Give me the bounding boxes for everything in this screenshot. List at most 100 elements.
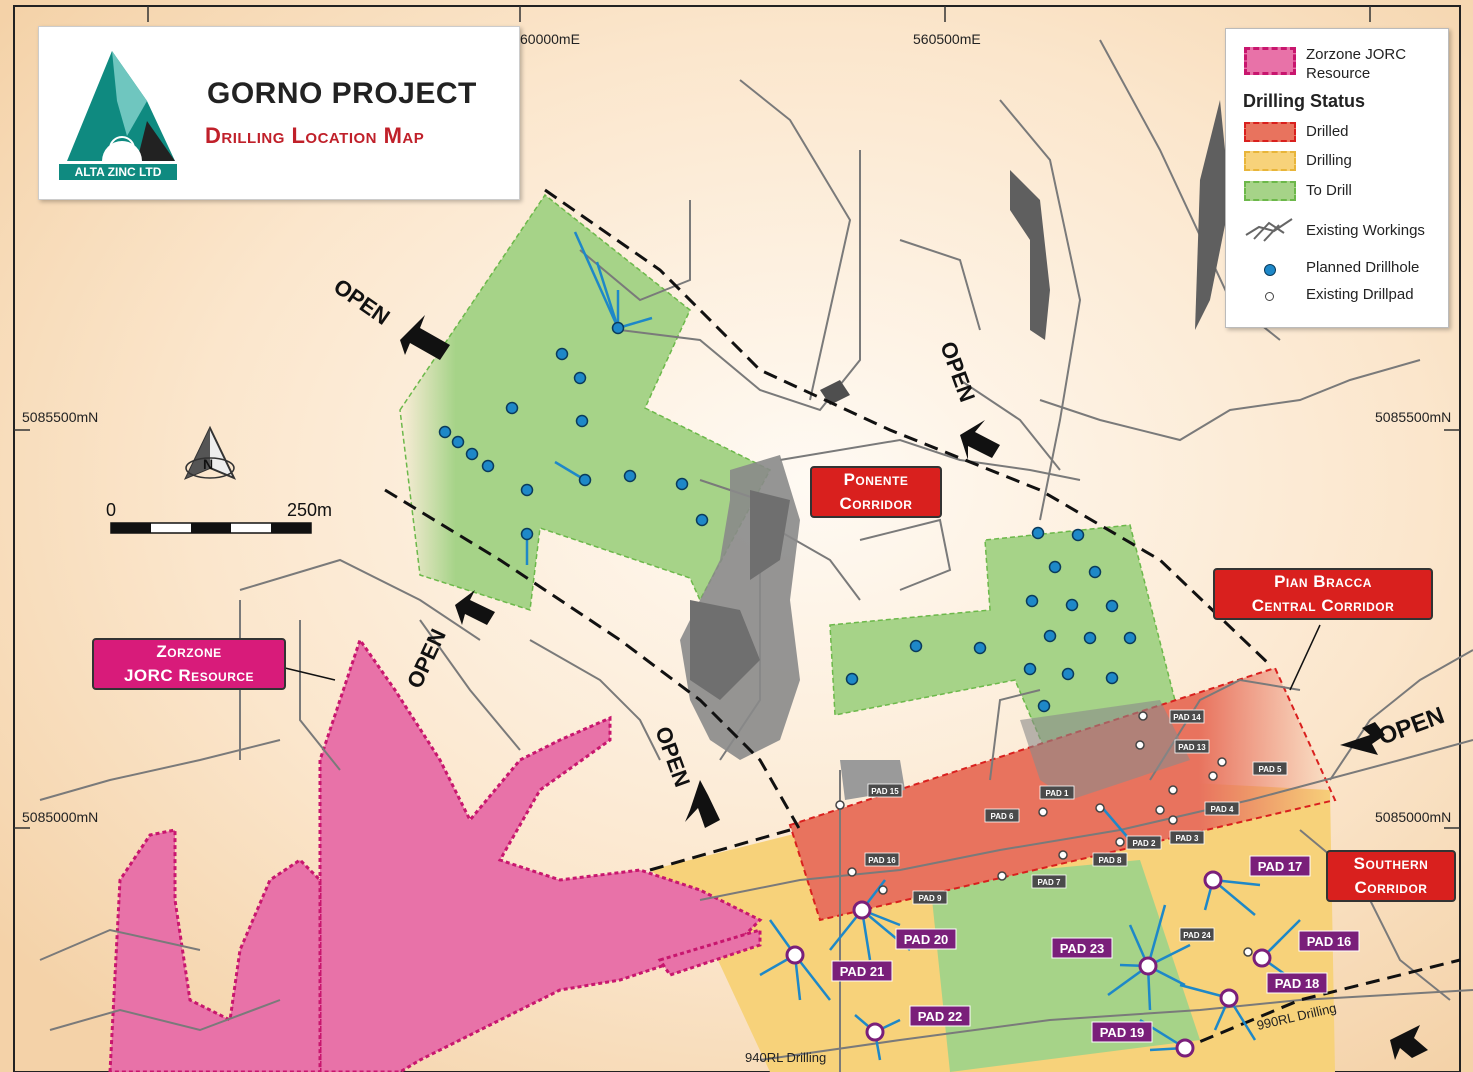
legend-planned-label: Planned Drillhole bbox=[1306, 259, 1420, 276]
planned-drillhole bbox=[451, 435, 465, 449]
alta-zinc-logo bbox=[67, 51, 175, 162]
new-drillpads bbox=[785, 870, 1272, 1058]
easting-label-1: 60000mE bbox=[520, 31, 580, 47]
workings-cluster bbox=[680, 100, 1230, 800]
existing-pad-label: PAD 9 bbox=[912, 890, 948, 905]
new-pad-text: PAD 16 bbox=[1307, 934, 1352, 949]
new-pad-label: PAD 18 bbox=[1266, 972, 1328, 994]
legend-drilling-swatch bbox=[1244, 151, 1296, 171]
northing-label-1-right: 5085500mN bbox=[1375, 409, 1451, 425]
planned-drillhole bbox=[1043, 629, 1057, 643]
southern-line-1: Southern bbox=[1353, 854, 1429, 873]
logo-text: ALTA ZINC LTD bbox=[59, 164, 177, 180]
legend-resource-label: Zorzone JORC Resource bbox=[1306, 46, 1407, 82]
existing-pad-label: PAD 1 bbox=[1039, 785, 1075, 800]
rl-940-label: 940RL Drilling bbox=[745, 1050, 826, 1065]
new-pad-text: PAD 22 bbox=[918, 1009, 963, 1024]
zorzone-label: Zorzone JORC Resource bbox=[92, 638, 286, 690]
planned-drillhole bbox=[1105, 671, 1119, 685]
southern-corridor-label: Southern Corridor bbox=[1326, 850, 1456, 902]
southern-line-2: Corridor bbox=[1354, 878, 1428, 897]
existing-pad-label: PAD 4 bbox=[1204, 801, 1240, 816]
planned-drillhole bbox=[465, 447, 479, 461]
existing-pad-label: PAD 16 bbox=[864, 852, 900, 867]
existing-pad-label: PAD 6 bbox=[984, 808, 1020, 823]
pian-bracca-line-2: Central Corridor bbox=[1251, 596, 1395, 615]
planned-drillhole bbox=[675, 477, 689, 491]
planned-drillhole bbox=[1031, 526, 1045, 540]
existing-pad-label: PAD 24 bbox=[1179, 927, 1215, 942]
existing-pad-text: PAD 2 bbox=[1133, 839, 1157, 848]
planned-drillhole bbox=[909, 639, 923, 653]
zorzone-line-2: JORC Resource bbox=[123, 666, 255, 685]
new-pad-text: PAD 21 bbox=[840, 964, 885, 979]
legend-drilling-label: Drilling bbox=[1306, 152, 1352, 169]
planned-drillhole bbox=[1061, 667, 1075, 681]
legend-resource-swatch bbox=[1244, 47, 1296, 75]
planned-drillhole bbox=[1083, 631, 1097, 645]
ponente-corridor-label: Ponente Corridor bbox=[810, 466, 942, 518]
to-drill-zone-northwest bbox=[399, 193, 772, 611]
new-pad-label: PAD 17 bbox=[1249, 855, 1311, 877]
grid-ticks bbox=[14, 6, 1460, 829]
easting-label-2: 560500mE bbox=[913, 31, 981, 47]
existing-pad-label: PAD 3 bbox=[1169, 830, 1205, 845]
existing-pad-label: PAD 7 bbox=[1031, 874, 1067, 889]
planned-drillhole bbox=[1023, 662, 1037, 676]
label-leaders bbox=[284, 624, 1321, 691]
planned-drillhole bbox=[578, 473, 592, 487]
pian-bracca-label: Pian Bracca Central Corridor bbox=[1213, 568, 1433, 620]
zorzone-line-1: Zorzone bbox=[156, 642, 222, 661]
legend-existing-pad-icon bbox=[1265, 292, 1274, 301]
existing-pad-text: PAD 7 bbox=[1038, 878, 1062, 887]
legend-workings-icon bbox=[1245, 218, 1293, 242]
existing-pad-text: PAD 16 bbox=[868, 856, 896, 865]
planned-drillhole bbox=[438, 425, 452, 439]
planned-drillhole bbox=[505, 401, 519, 415]
planned-drillhole bbox=[845, 672, 859, 686]
north-arrow-icon bbox=[183, 425, 237, 480]
existing-pad-text: PAD 8 bbox=[1099, 856, 1123, 865]
existing-pad-text: PAD 1 bbox=[1046, 789, 1070, 798]
new-pad-label: PAD 16 bbox=[1298, 930, 1360, 952]
zorzone-resource bbox=[108, 636, 763, 1072]
existing-pad-label: PAD 8 bbox=[1092, 852, 1128, 867]
planned-drillhole bbox=[1088, 565, 1102, 579]
new-pad-label: PAD 21 bbox=[831, 960, 893, 982]
new-pad-label: PAD 20 bbox=[895, 928, 957, 950]
legend-header: Drilling Status bbox=[1243, 91, 1366, 111]
existing-pad-text: PAD 6 bbox=[991, 812, 1015, 821]
existing-pad-text: PAD 5 bbox=[1259, 765, 1283, 774]
new-pad-label: PAD 19 bbox=[1091, 1021, 1153, 1043]
legend-to-drill-swatch bbox=[1244, 181, 1296, 201]
planned-drillhole bbox=[1048, 560, 1062, 574]
existing-pad-text: PAD 24 bbox=[1183, 931, 1211, 940]
existing-pad-text: PAD 4 bbox=[1211, 805, 1235, 814]
open-arrows bbox=[400, 315, 1428, 1060]
corridor-boundaries bbox=[384, 188, 1461, 1052]
legend-workings-label: Existing Workings bbox=[1306, 222, 1425, 239]
existing-pad-label: PAD 5 bbox=[1252, 761, 1288, 776]
legend-existing-pad-label: Existing Drillpad bbox=[1306, 286, 1414, 303]
scale-end-label: 250m bbox=[287, 500, 332, 520]
new-pad-labels: PAD 17 PAD 20 PAD 23 PAD 16 PAD 21 PAD 18 PAD … bbox=[831, 855, 1360, 1043]
new-pad-text: PAD 19 bbox=[1100, 1025, 1145, 1040]
scale-start-label: 0 bbox=[106, 500, 116, 520]
new-pad-label: PAD 23 bbox=[1051, 937, 1113, 959]
planned-drillhole bbox=[623, 469, 637, 483]
planned-drillhole bbox=[695, 513, 709, 527]
map-title: GORNO PROJECT bbox=[207, 77, 477, 110]
northing-label-2-right: 5085000mN bbox=[1375, 809, 1451, 825]
planned-drillhole bbox=[973, 641, 987, 655]
legend-drilled-swatch bbox=[1244, 122, 1296, 142]
existing-pad-text: PAD 3 bbox=[1176, 834, 1200, 843]
planned-drillhole bbox=[611, 321, 625, 335]
to-drill-zone-south bbox=[930, 860, 1200, 1072]
existing-pad-text: PAD 15 bbox=[871, 787, 899, 796]
existing-pad-text: PAD 9 bbox=[919, 894, 943, 903]
new-pad-text: PAD 20 bbox=[904, 932, 949, 947]
map-subtitle: Drilling Location Map bbox=[205, 123, 425, 148]
ponente-line-1: Ponente bbox=[843, 470, 909, 489]
planned-drillhole bbox=[575, 414, 589, 428]
planned-drillhole bbox=[573, 371, 587, 385]
